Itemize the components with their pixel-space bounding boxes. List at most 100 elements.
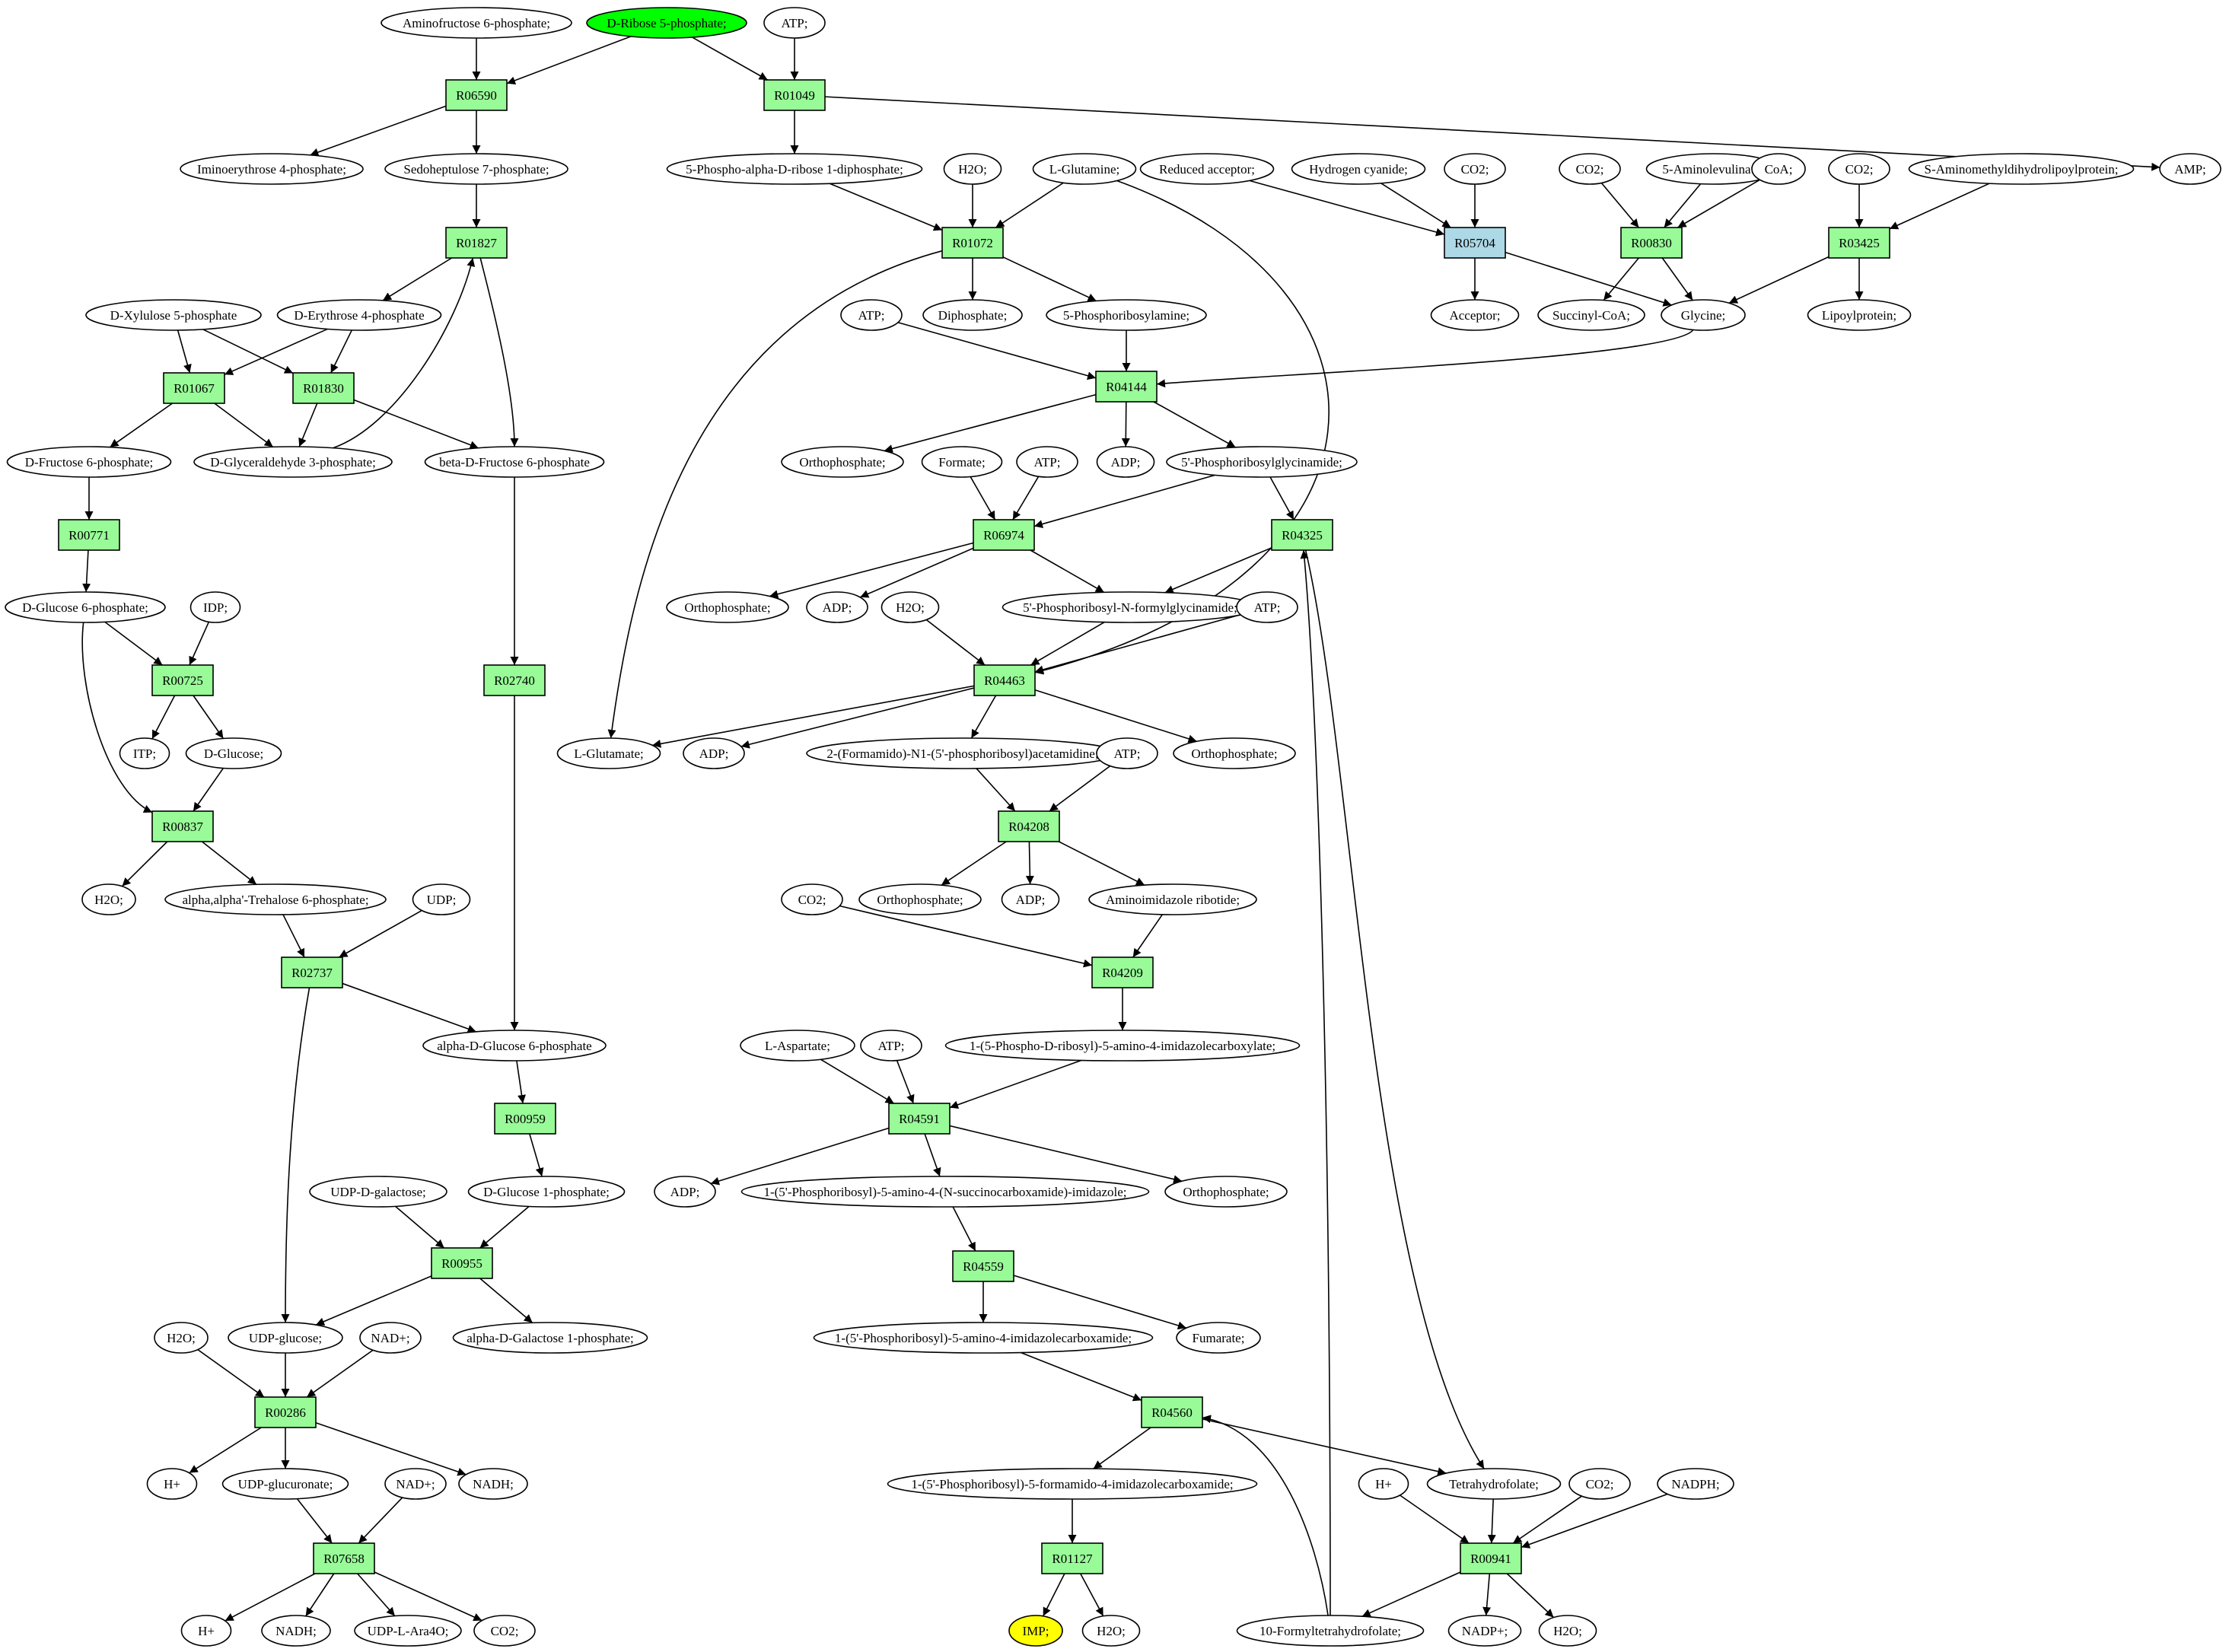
reaction-r02737[interactable]: R02737 [281, 957, 343, 988]
metabolite-pi-r04591[interactable]: Orthophosphate; [1164, 1176, 1288, 1208]
metabolite-nadph[interactable]: NADPH; [1657, 1468, 1734, 1500]
metabolite-nadp-r00941[interactable]: NADP+; [1447, 1615, 1522, 1647]
metabolite-pi-r04208[interactable]: Orthophosphate; [858, 883, 982, 915]
metabolite-adp-r04208[interactable]: ADP; [1001, 883, 1060, 915]
reaction-r00955[interactable]: R00955 [431, 1247, 493, 1279]
metabolite-adp-r04591[interactable]: ADP; [654, 1176, 716, 1208]
metabolite-udplara4o[interactable]: UDP-L-Ara4O; [354, 1615, 462, 1647]
metabolite-hplus-r07658[interactable]: H+ [180, 1615, 232, 1647]
metabolite-adg6p[interactable]: alpha-D-Glucose 6-phosphate [422, 1030, 607, 1062]
metabolite-udp[interactable]: UDP; [412, 883, 471, 915]
reaction-r00941[interactable]: R00941 [1460, 1542, 1522, 1574]
metabolite-iminoerythrose4p[interactable]: Iminoerythrose 4-phosphate; [180, 153, 364, 185]
metabolite-co2-r00941[interactable]: CO2; [1568, 1468, 1631, 1500]
metabolite-adp-r04144[interactable]: ADP; [1096, 446, 1155, 478]
metabolite-fumarate[interactable]: Fumarate; [1176, 1322, 1261, 1354]
metabolite-dxylulose5p[interactable]: D-Xylulose 5-phosphate [85, 299, 262, 331]
metabolite-udpglucuronate[interactable]: UDP-glucuronate; [221, 1468, 349, 1500]
metabolite-dga3p[interactable]: D-Glyceraldehyde 3-phosphate; [193, 446, 393, 478]
metabolite-hcn[interactable]: Hydrogen cyanide; [1291, 153, 1426, 185]
metabolite-dribose5p[interactable]: D-Ribose 5-phosphate; [586, 7, 747, 39]
metabolite-pi-r04463[interactable]: Orthophosphate; [1173, 737, 1296, 769]
metabolite-h2o-r04463[interactable]: H2O; [881, 591, 940, 623]
reaction-r04209[interactable]: R04209 [1091, 957, 1154, 988]
metabolite-formylthf[interactable]: 10-Formyltetrahydrofolate; [1236, 1615, 1425, 1647]
reaction-r00830[interactable]: R00830 [1620, 227, 1683, 259]
reaction-r04560[interactable]: R04560 [1141, 1396, 1203, 1428]
reaction-r06974[interactable]: R06974 [973, 519, 1035, 551]
metabolite-acceptor[interactable]: Acceptor; [1430, 299, 1520, 331]
metabolite-co2-r00830[interactable]: CO2; [1559, 153, 1621, 185]
metabolite-atp-top[interactable]: ATP; [763, 7, 826, 39]
metabolite-atp-r04591[interactable]: ATP; [860, 1030, 922, 1062]
metabolite-faicar[interactable]: 1-(5'-Phosphoribosyl)-5-formamido-4-imid… [887, 1468, 1258, 1500]
metabolite-nadp-r00286[interactable]: NAD+; [359, 1322, 422, 1354]
metabolite-gar[interactable]: 5'-Phosphoribosylglycinamide; [1166, 446, 1358, 478]
metabolite-prpp[interactable]: 5-Phospho-alpha-D-ribose 1-diphosphate; [666, 153, 923, 185]
reaction-r03425[interactable]: R03425 [1828, 227, 1890, 259]
metabolite-co2-r07658[interactable]: CO2; [473, 1615, 536, 1647]
metabolite-samdlp[interactable]: S-Aminomethyldihydrolipoylprotein; [1908, 153, 2135, 185]
metabolite-coa[interactable]: CoA; [1751, 153, 1806, 185]
metabolite-nadh-r00286[interactable]: NADH; [458, 1468, 528, 1500]
metabolite-nadp-r07658[interactable]: NAD+; [384, 1468, 447, 1500]
metabolite-h2o-r00941[interactable]: H2O; [1538, 1615, 1597, 1647]
metabolite-sedoheptulose7p[interactable]: Sedoheptulose 7-phosphate; [384, 153, 568, 185]
reaction-r06590[interactable]: R06590 [445, 79, 508, 111]
reaction-r04208[interactable]: R04208 [998, 810, 1060, 842]
metabolite-dfructose6p[interactable]: D-Fructose 6-phosphate; [6, 446, 172, 478]
metabolite-pi-r06974[interactable]: Orthophosphate; [666, 591, 789, 623]
reaction-r04591[interactable]: R04591 [888, 1103, 951, 1135]
reaction-r00837[interactable]: R00837 [151, 810, 214, 842]
metabolite-lglutamine[interactable]: L-Glutamine; [1032, 153, 1137, 185]
metabolite-dglucose6p[interactable]: D-Glucose 6-phosphate; [5, 591, 166, 623]
reaction-r00725[interactable]: R00725 [151, 664, 214, 696]
metabolite-fgam[interactable]: 2-(Formamido)-N1-(5'-phosphoribosyl)acet… [806, 737, 1119, 769]
metabolite-udpglucose[interactable]: UDP-glucose; [228, 1322, 343, 1354]
metabolite-co2-r03425[interactable]: CO2; [1828, 153, 1890, 185]
metabolite-aminofructose6p[interactable]: Aminofructose 6-phosphate; [381, 7, 572, 39]
metabolite-reducedacceptor[interactable]: Reduced acceptor; [1139, 153, 1275, 185]
metabolite-co2-r04209[interactable]: CO2; [781, 883, 843, 915]
metabolite-formate[interactable]: Formate; [921, 446, 1003, 478]
metabolite-atp-r06974[interactable]: ATP; [1016, 446, 1078, 478]
reaction-r00286[interactable]: R00286 [254, 1396, 317, 1428]
metabolite-atp-r04208[interactable]: ATP; [1096, 737, 1158, 769]
reaction-r07658[interactable]: R07658 [313, 1542, 375, 1574]
metabolite-idp[interactable]: IDP; [189, 591, 241, 623]
metabolite-fgar[interactable]: 5'-Phosphoribosyl-N-formylglycinamide; [1002, 591, 1259, 623]
reaction-r04144[interactable]: R04144 [1095, 371, 1158, 403]
metabolite-udpgalactose[interactable]: UDP-D-galactose; [309, 1176, 447, 1208]
metabolite-lipoylprotein[interactable]: Lipoylprotein; [1807, 299, 1912, 331]
reaction-r04325[interactable]: R04325 [1271, 519, 1333, 551]
metabolite-adp-r06974[interactable]: ADP; [806, 591, 868, 623]
metabolite-saicar[interactable]: 1-(5'-Phosphoribosyl)-5-amino-4-(N-succi… [740, 1176, 1150, 1208]
reaction-r05704[interactable]: R05704 [1444, 227, 1506, 259]
metabolite-imp[interactable]: IMP; [1008, 1615, 1063, 1647]
metabolite-air[interactable]: Aminoimidazole ribotide; [1088, 883, 1257, 915]
metabolite-aicar[interactable]: 1-(5'-Phosphoribosyl)-5-amino-4-imidazol… [813, 1322, 1154, 1354]
metabolite-adp-r04463[interactable]: ADP; [683, 737, 745, 769]
metabolite-hplus-r00286[interactable]: H+ [146, 1468, 198, 1500]
reaction-r00959[interactable]: R00959 [494, 1103, 556, 1135]
reaction-r00771[interactable]: R00771 [58, 519, 120, 551]
metabolite-h2o-r01072[interactable]: H2O; [943, 153, 1002, 185]
metabolite-pi-r04144[interactable]: Orthophosphate; [781, 446, 904, 478]
reaction-r01827[interactable]: R01827 [445, 227, 508, 259]
metabolite-dglucose[interactable]: D-Glucose; [185, 737, 282, 769]
metabolite-laspartate[interactable]: L-Aspartate; [740, 1030, 855, 1062]
reaction-r01072[interactable]: R01072 [941, 227, 1004, 259]
reaction-r01049[interactable]: R01049 [763, 79, 826, 111]
metabolite-trehalose6p[interactable]: alpha,alpha'-Trehalose 6-phosphate; [164, 883, 387, 915]
reaction-r04463[interactable]: R04463 [973, 664, 1036, 696]
metabolite-glycine[interactable]: Glycine; [1661, 299, 1746, 331]
metabolite-hplus-r00941[interactable]: H+ [1358, 1468, 1409, 1500]
metabolite-derythrose4p[interactable]: D-Erythrose 4-phosphate [276, 299, 442, 331]
metabolite-h2o-r00286[interactable]: H2O; [154, 1322, 209, 1354]
metabolite-atp-r04463[interactable]: ATP; [1236, 591, 1298, 623]
metabolite-betadf6p[interactable]: beta-D-Fructose 6-phosphate [424, 446, 605, 478]
reaction-r01127[interactable]: R01127 [1041, 1542, 1103, 1574]
metabolite-nadh-r07658[interactable]: NADH; [261, 1615, 331, 1647]
metabolite-succinylcoa[interactable]: Succinyl-CoA; [1537, 299, 1645, 331]
metabolite-lglutamate[interactable]: L-Glutamate; [556, 737, 661, 769]
